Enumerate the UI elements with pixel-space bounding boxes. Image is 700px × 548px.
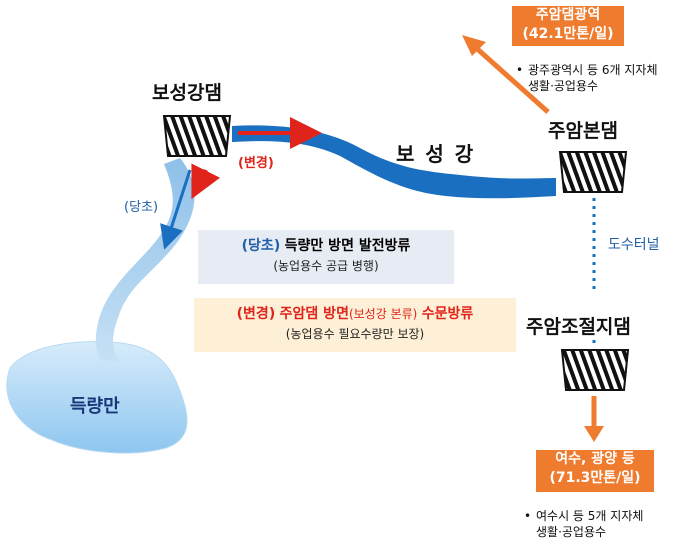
bay-shape [6, 341, 188, 454]
changed-note-text-c: 수문방류 [421, 306, 474, 322]
changed-note-sub: (농업용수 필요수량만 보장) [285, 327, 425, 341]
gwangju-supply-title: 주암댐광역 [535, 7, 601, 23]
boseong-dam-title: 보성강댐 [152, 82, 222, 104]
original-note-box [198, 230, 454, 284]
changed-note-tag: (변경) [236, 306, 276, 322]
juam-main-dam-gate-icon [558, 151, 628, 193]
bullet-dot-icon: • [516, 63, 524, 77]
juam-control-dam-title: 주암조절지댐 [526, 316, 631, 338]
original-note-line: (당초) 득량만 방면 발전방류 [204, 236, 448, 256]
yeosu-supply-amount: (71.3만톤/일) [549, 470, 641, 486]
gwangju-supply-box: 주암댐광역 (42.1만톤/일) [512, 6, 624, 46]
yeosu-supply-arrow-icon [584, 396, 604, 442]
changed-note-line: (변경) 주암댐 방면(보성강 본류) 수문방류 [198, 304, 512, 324]
original-note-sub: (농업용수 공급 병행) [273, 259, 379, 273]
changed-note-text-b: (보성강 본류) [348, 307, 418, 321]
changed-note-text-a: 주암댐 방면 [279, 306, 349, 322]
changed-note-box [194, 298, 516, 352]
bullet-dot-icon: • [524, 509, 532, 523]
gwangju-supply-line2: 생활·공업용수 [528, 79, 599, 93]
original-stream [95, 158, 195, 362]
boseong-dam-gate-icon [162, 115, 232, 157]
yeosu-supply-line2: 생활·공업용수 [536, 525, 607, 539]
yeosu-supply-box: 여수, 광양 등 (71.3만톤/일) [536, 450, 654, 492]
boseong-river-label: 보 성 강 [396, 142, 476, 166]
tunnel-label: 도수터널 [608, 237, 660, 253]
bay-label: 득량만 [70, 396, 120, 417]
original-flow-red-arrow-icon [191, 163, 221, 200]
original-note-text: 득량만 방면 발전방류 [284, 238, 411, 254]
original-note: (당초) 득량만 방면 발전방류 (농업용수 공급 병행) [204, 236, 448, 276]
gwangju-supply-amount: (42.1만톤/일) [522, 26, 614, 42]
juam-control-dam-gate-icon [560, 349, 630, 391]
gwangju-supply-arrow-icon [462, 35, 550, 114]
boseong-river [232, 125, 556, 199]
original-note-tag: (당초) [241, 238, 281, 254]
juam-main-dam-title: 주암본댐 [548, 120, 618, 142]
changed-note: (변경) 주암댐 방면(보성강 본류) 수문방류 (농업용수 필요수량만 보장) [198, 304, 512, 344]
yeosu-supply-bullet: • 여수시 등 5개 지자체 생활·공업용수 [524, 508, 644, 540]
yeosu-supply-line1: 여수시 등 5개 지자체 [536, 509, 644, 523]
original-route-label: (당초) [124, 200, 159, 215]
gwangju-supply-bullet: • 광주광역시 등 6개 지자체 생활·공업용수 [516, 62, 658, 94]
yeosu-supply-title: 여수, 광양 등 [555, 451, 635, 467]
original-flow-blue-arrow-icon [160, 169, 192, 250]
gwangju-supply-line1: 광주광역시 등 6개 지자체 [528, 63, 658, 77]
changed-route-label: (변경) [238, 156, 274, 171]
